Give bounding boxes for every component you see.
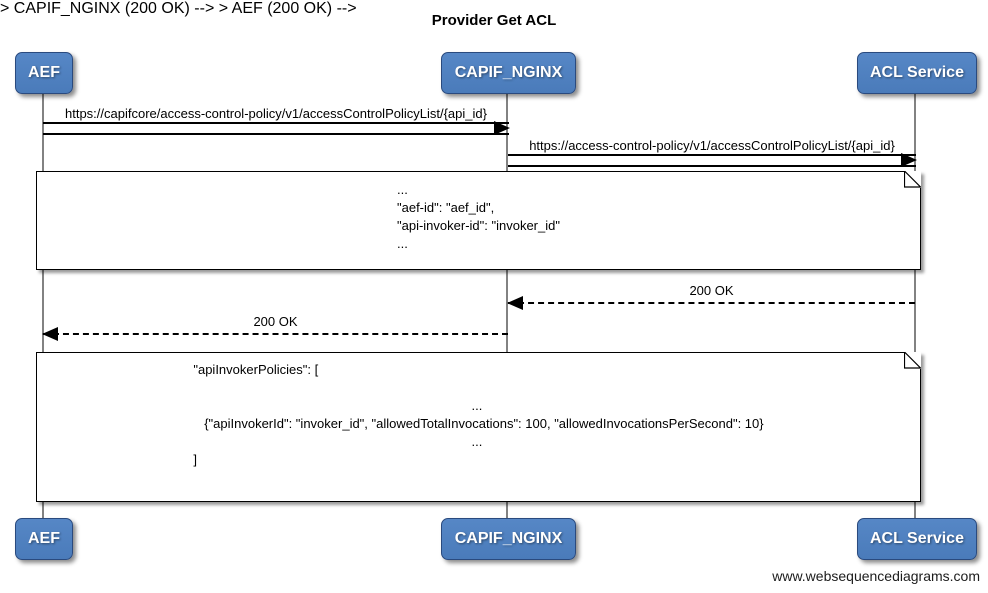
actor-acl-service-top: ACL Service (857, 52, 977, 94)
diagram-title: Provider Get ACL (431, 12, 557, 29)
note-fold-corner-icon (904, 171, 921, 188)
message-1-line-shadow (43, 133, 509, 135)
message-2-label: https://access-control-policy/v1/accessC… (529, 138, 895, 153)
arrowhead-right-icon (901, 153, 917, 167)
note-response-body-text: "apiInvokerPolicies": [ ... {"apiInvoker… (193, 362, 764, 467)
lifeline-acl-service (914, 92, 916, 518)
actor-capif-nginx-top: CAPIF_NGINX (441, 52, 576, 94)
message-3-label: 200 OK (689, 283, 734, 298)
message-4-line (43, 333, 508, 335)
watermark: www.websequencediagrams.com (772, 568, 980, 584)
note-response-body: "apiInvokerPolicies": [ ... {"apiInvoker… (36, 352, 921, 502)
arrowhead-left-icon (507, 296, 523, 310)
actor-acl-service-bottom: ACL Service (857, 518, 977, 560)
actor-capif-nginx-bottom: CAPIF_NGINX (441, 518, 576, 560)
message-4-label: 200 OK (253, 314, 298, 329)
message-2-line-shadow (508, 165, 916, 167)
message-1-label: https://capifcore/access-control-policy/… (65, 106, 487, 121)
note-fold-corner-icon (904, 352, 921, 369)
actor-aef-bottom: AEF (15, 518, 73, 560)
actor-aef-top: AEF (15, 52, 73, 94)
message-4: 200 OK (42, 314, 508, 341)
note-request-body: ... "aef-id": "aef_id", "api-invoker-id"… (36, 171, 921, 270)
message-3: 200 OK (507, 283, 915, 310)
message-1: https://capifcore/access-control-policy/… (43, 106, 510, 135)
arrowhead-right-icon (494, 121, 510, 135)
note-request-body-text: ... "aef-id": "aef_id", "api-invoker-id"… (397, 182, 560, 251)
lifeline-aef (42, 92, 44, 518)
message-2-line (508, 154, 916, 156)
arrowhead-left-icon (42, 327, 58, 341)
message-1-line (43, 122, 509, 124)
message-2: https://access-control-policy/v1/accessC… (508, 138, 917, 167)
message-3-line (508, 302, 915, 304)
